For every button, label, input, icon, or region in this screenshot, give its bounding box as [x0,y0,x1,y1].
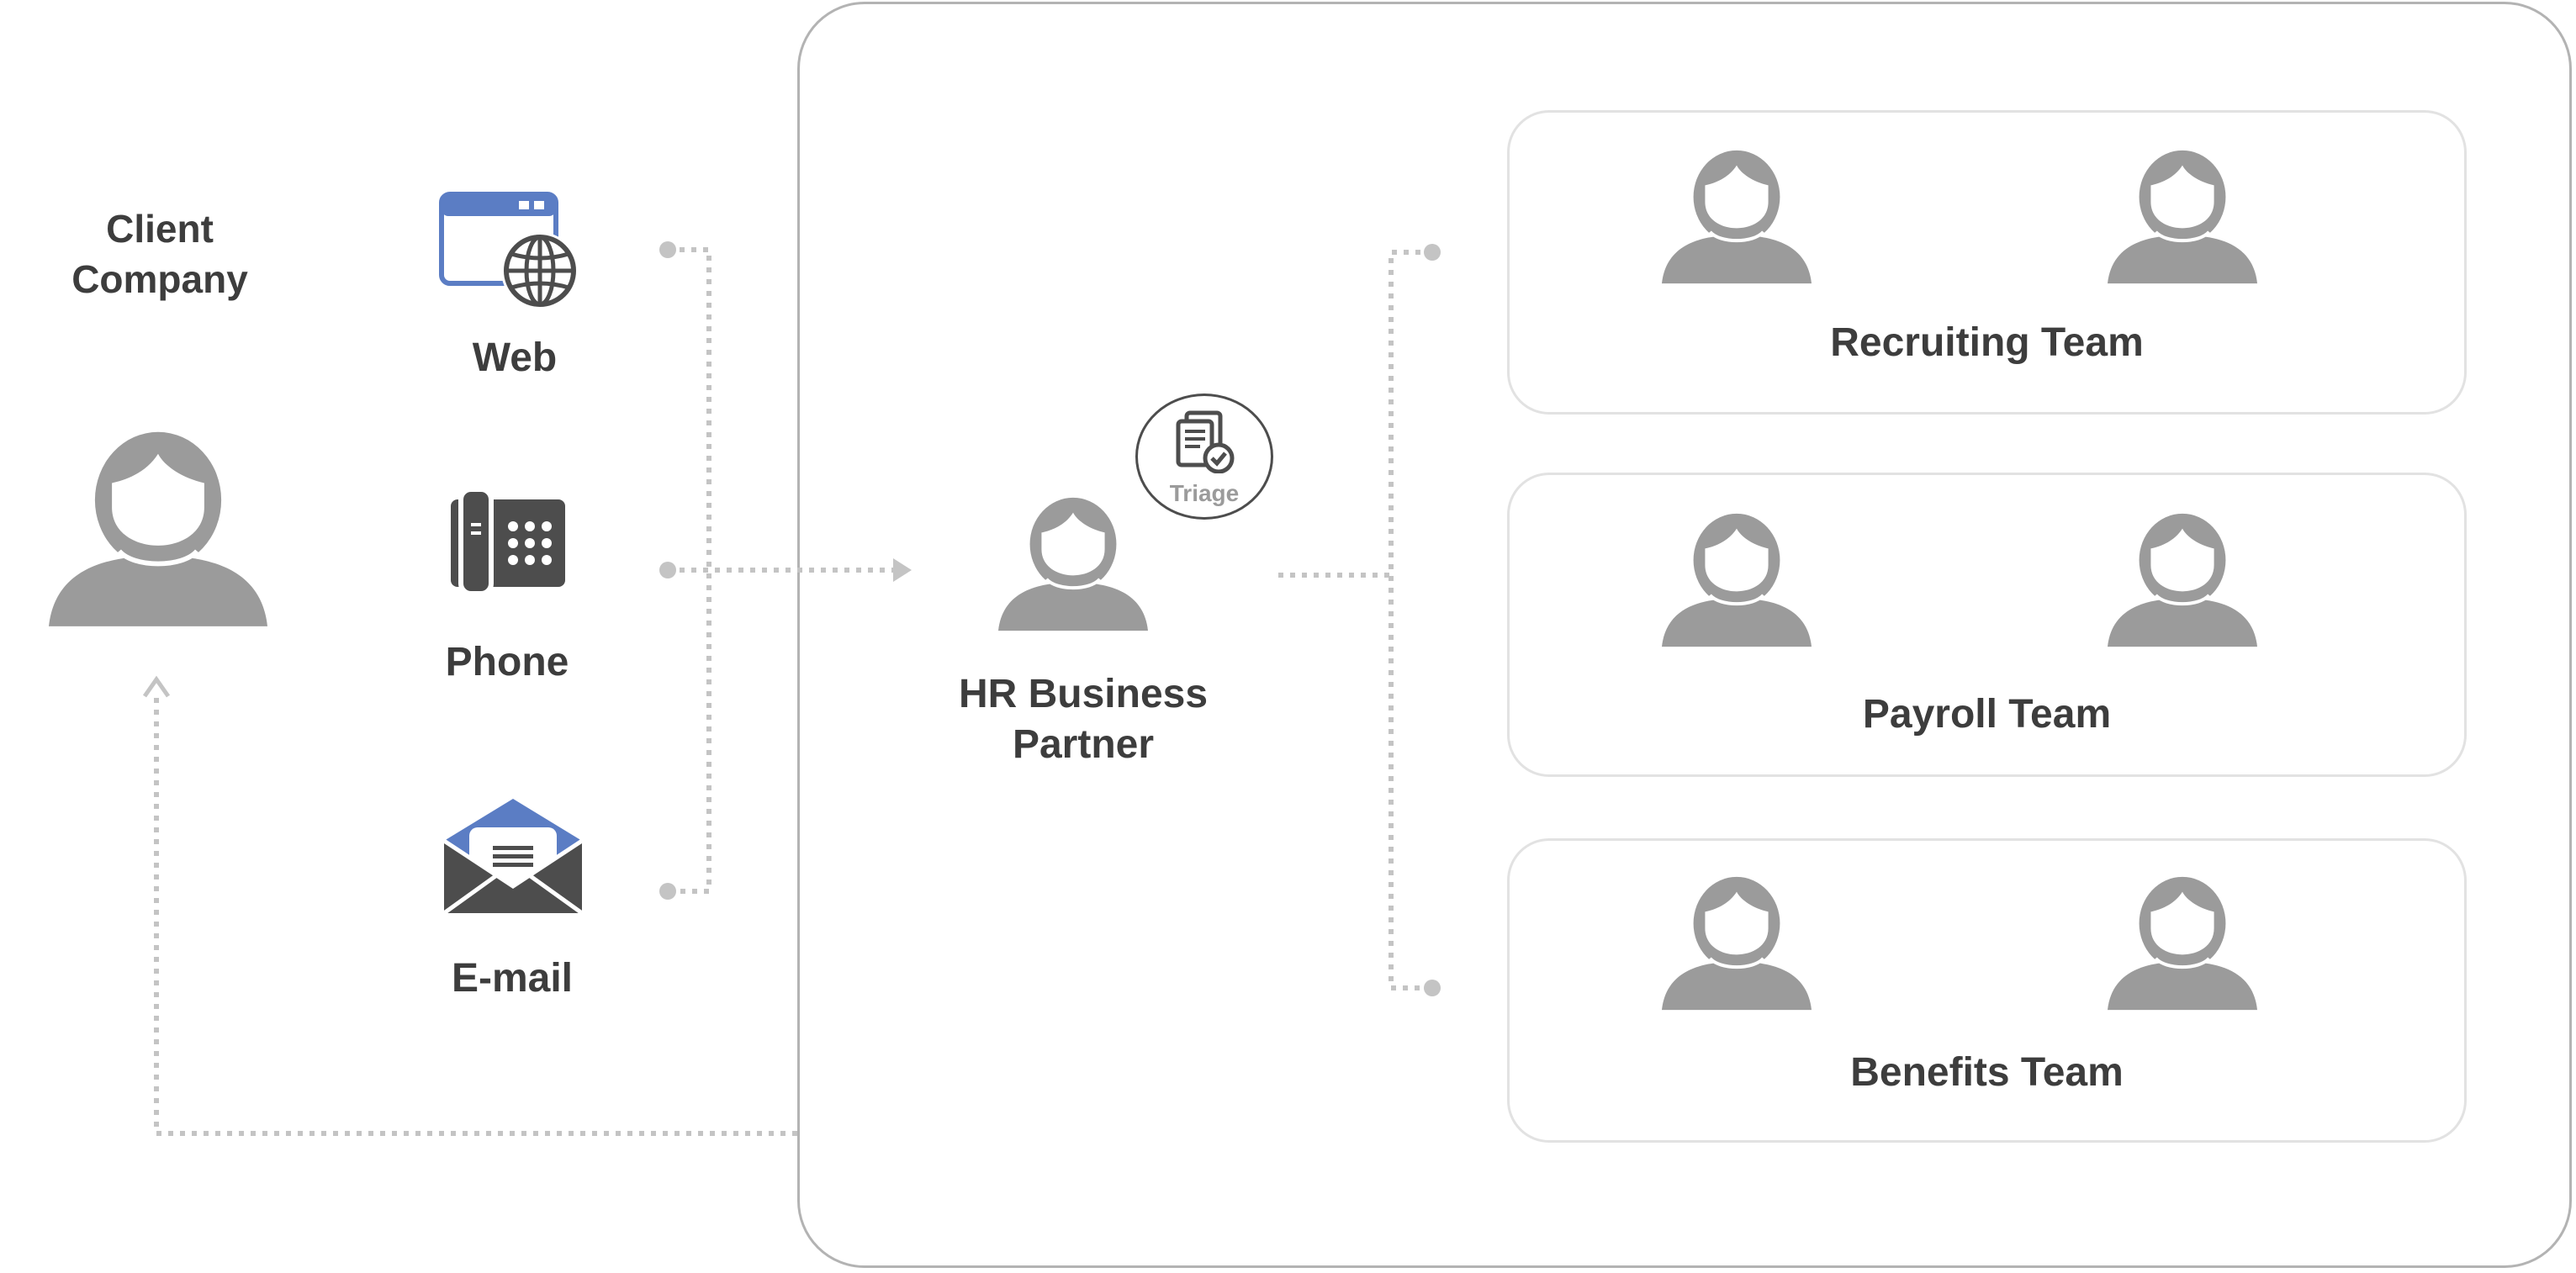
email-connector-dot [659,883,676,900]
phone-connector-dot [659,562,676,578]
benefits-connector-dot [1424,980,1441,996]
hr-business-partner-label: HR Business Partner [958,672,1209,767]
benefits-team-box[interactable] [1507,838,2467,1143]
triage-badge: Triage [1135,394,1273,520]
recruiting-team-label: Recruiting Team [1830,320,2144,365]
recruiting-connector-dot [1424,244,1441,261]
web-connector-dot [659,241,676,258]
web-browser-globe-icon [439,192,579,309]
client-company-label: Client Company [71,207,248,301]
email-label: E-mail [451,956,574,1001]
arrow-head-to-client [142,675,171,698]
arrow-head-to-hr [893,558,912,582]
triage-label: Triage [1169,480,1240,506]
recruiting-member-1-icon [1662,150,1812,284]
web-label: Web [472,335,558,380]
payroll-member-1-icon [1662,513,1812,647]
benefits-member-1-icon [1662,876,1812,1011]
payroll-member-2-icon [2108,513,2257,647]
hr-person-icon[interactable] [998,492,1148,631]
recruiting-team-box[interactable] [1507,110,2467,415]
service-center-panel [797,2,2572,1268]
phone-label: Phone [445,640,569,684]
client-person-icon [49,431,267,626]
envelope-icon [444,799,582,913]
recruiting-member-2-icon [2108,150,2257,284]
desk-phone-icon [451,489,565,594]
triage-document-check-icon [1176,410,1235,473]
benefits-member-2-icon [2108,876,2257,1011]
payroll-team-label: Payroll Team [1862,692,2112,737]
benefits-team-label: Benefits Team [1850,1050,2124,1095]
payroll-team-box[interactable] [1507,473,2467,777]
